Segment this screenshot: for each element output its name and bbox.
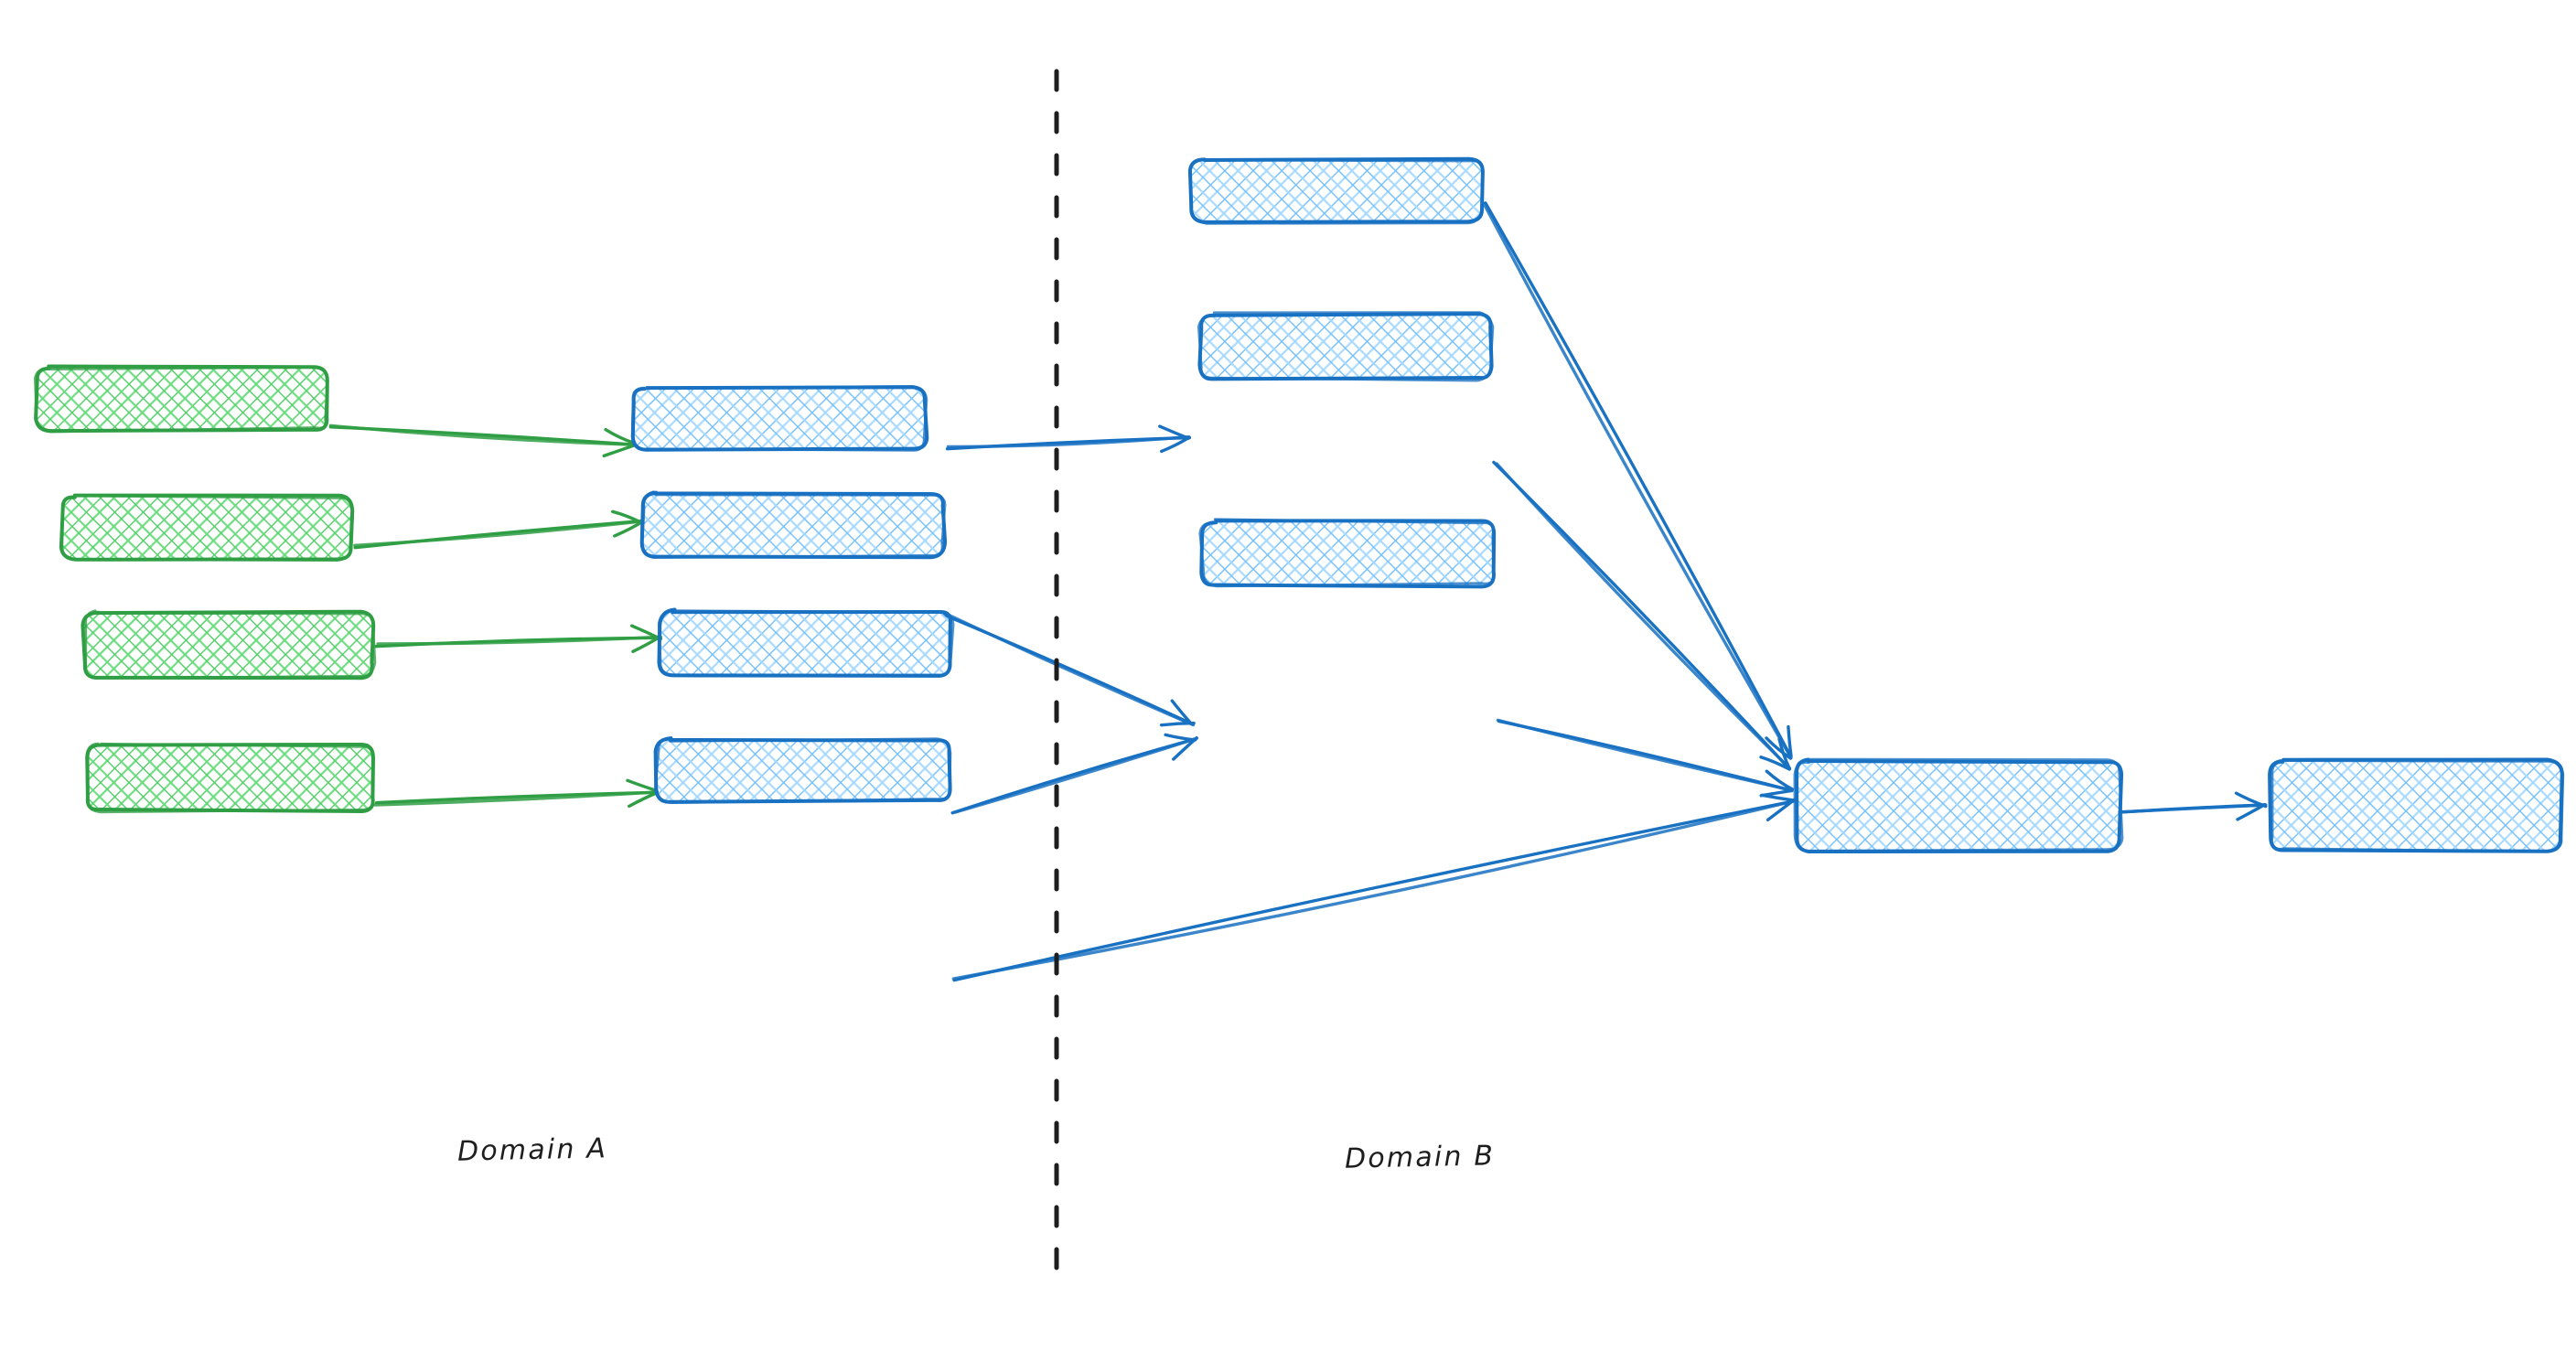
node-fill-a1: [37, 368, 327, 430]
edge-e11-b3-to-agg[interactable]: [1496, 718, 1794, 798]
edge-e6-m2-to-b3[interactable]: [941, 612, 1196, 727]
node-b2[interactable]: [1197, 311, 1495, 382]
edge-arrowhead: [1158, 424, 1190, 440]
node-m1[interactable]: [630, 385, 929, 452]
edge-arrowhead: [1759, 756, 1791, 771]
edge-e4-a4-to-m4[interactable]: [373, 778, 660, 809]
node-outline-out: [2270, 759, 2565, 853]
node-a3[interactable]: [80, 609, 377, 681]
node-outline-a1: [34, 366, 329, 434]
edge-line: [946, 434, 1191, 449]
node-fill-a2: [62, 497, 351, 559]
node-m4[interactable]: [653, 735, 952, 804]
node-fill-a3: [84, 613, 373, 677]
edge-e2-a2-to-m2[interactable]: [353, 509, 644, 550]
edge-line: [1484, 201, 1793, 759]
node-fill-b2: [1200, 315, 1491, 379]
edge-arrowhead: [1777, 737, 1792, 771]
domain-a-label: Domain A: [456, 1132, 608, 1168]
edge-line: [328, 423, 636, 446]
node-outline-m1: [630, 385, 928, 452]
node-outline-b3: [1198, 518, 1496, 588]
edge-line: [944, 612, 1196, 727]
edge-e9-b1-to-agg[interactable]: [1482, 201, 1793, 760]
edge-line: [373, 790, 660, 807]
node-fill-m3: [660, 611, 951, 675]
edge-e10-b2-to-agg[interactable]: [1492, 460, 1792, 771]
node-a4[interactable]: [85, 742, 376, 814]
node-outline-a2: [60, 494, 355, 562]
edge-arrowhead: [1787, 724, 1793, 758]
edge-line: [951, 799, 1795, 981]
edge-e1-a1-to-m1[interactable]: [328, 423, 637, 458]
edge-line: [353, 520, 644, 547]
node-outline-m3: [657, 609, 955, 677]
edge-line: [1496, 718, 1793, 792]
node-fill-a4: [87, 745, 374, 810]
edge-line: [1495, 462, 1791, 770]
node-fill-m2: [642, 494, 944, 556]
node-outline-m4: [654, 735, 952, 804]
node-fill-b1: [1191, 159, 1482, 221]
node-outline-a3: [84, 609, 377, 680]
node-b3[interactable]: [1198, 518, 1497, 589]
node-b1[interactable]: [1187, 156, 1485, 225]
edge-line: [2118, 803, 2268, 814]
edge-line: [952, 799, 1795, 982]
node-out[interactable]: [2268, 757, 2565, 853]
node-outline-agg: [1793, 757, 2124, 852]
edge-line: [376, 635, 662, 646]
edge-e5-m1-to-b2[interactable]: [945, 424, 1192, 454]
edge-e7-m3-to-b3[interactable]: [950, 733, 1198, 815]
edges-layer: [328, 201, 2268, 982]
node-outline-b2: [1197, 311, 1495, 382]
edge-arrowhead: [626, 778, 659, 793]
edge-e3-a3-to-m3[interactable]: [374, 624, 663, 653]
domain-b-label: Domain B: [1344, 1140, 1496, 1175]
edge-arrowhead: [611, 509, 644, 525]
node-fill-m4: [657, 739, 950, 801]
node-agg[interactable]: [1793, 757, 2124, 853]
edge-arrowhead: [1765, 769, 1794, 791]
edge-arrowhead: [1765, 736, 1793, 760]
edge-arrowhead: [1164, 733, 1197, 742]
node-fill-b3: [1202, 521, 1495, 585]
node-a2[interactable]: [59, 493, 355, 562]
edge-e8-m4-to-agg[interactable]: [951, 793, 1797, 982]
edge-line: [1482, 201, 1793, 760]
edge-arrowhead: [1170, 699, 1194, 726]
edge-arrowhead: [1759, 788, 1794, 798]
node-outline-m2: [640, 490, 947, 559]
node-m2[interactable]: [639, 490, 948, 560]
node-a1[interactable]: [34, 364, 329, 434]
edge-arrowhead: [602, 444, 635, 458]
node-fill-agg: [1797, 761, 2120, 851]
edge-arrowhead: [628, 791, 659, 809]
node-outline-a4: [85, 742, 374, 814]
edge-arrowhead: [604, 428, 637, 445]
node-outline-b1: [1189, 157, 1485, 225]
edge-line: [953, 736, 1198, 814]
nodes-layer: [34, 156, 2565, 853]
node-fill-m1: [633, 388, 926, 450]
edge-arrowhead: [2234, 791, 2268, 809]
edge-e12-agg-to-out[interactable]: [2118, 791, 2268, 821]
node-fill-out: [2270, 761, 2561, 851]
node-m3[interactable]: [657, 607, 955, 678]
